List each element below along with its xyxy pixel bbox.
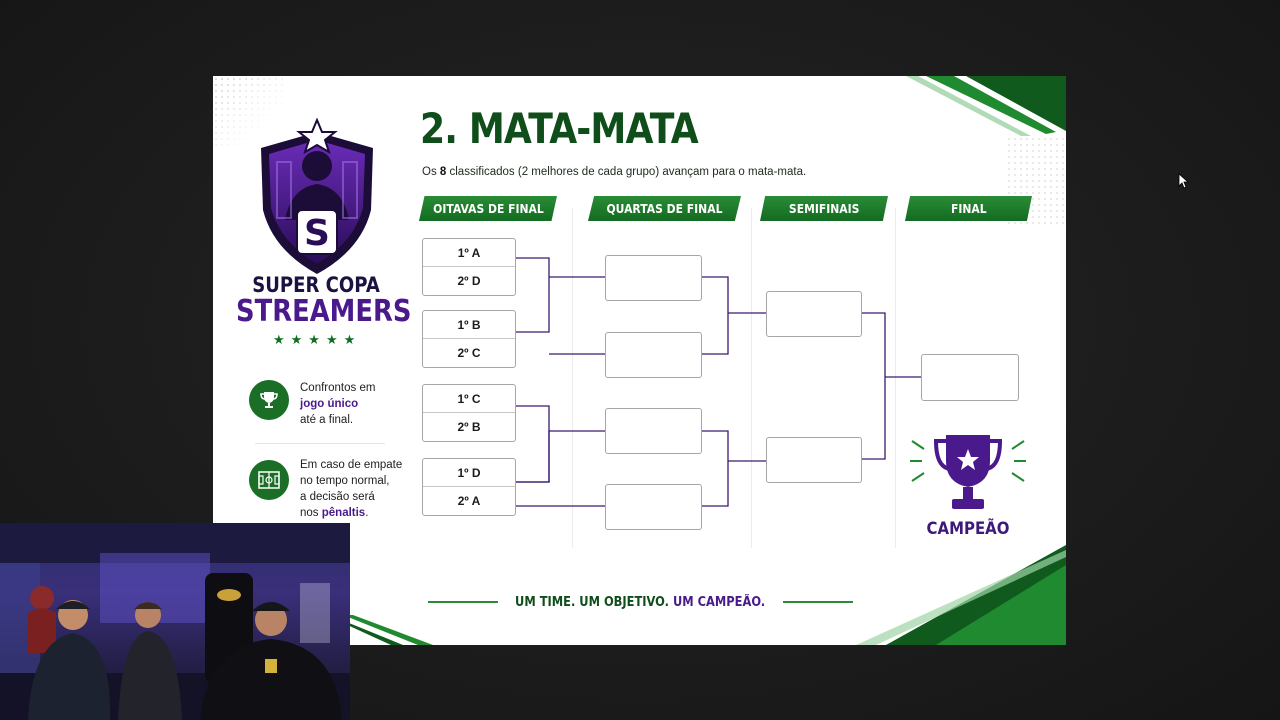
dot-pattern-decoration <box>213 76 283 146</box>
stage-round-of-16: OITAVAS DE FINAL <box>419 196 557 221</box>
team-slot: 1º A <box>457 245 481 260</box>
match-slot: 1º B 2º C <box>422 310 516 368</box>
champion-trophy-icon <box>910 435 1026 509</box>
champion-label: CAMPEÃO <box>926 519 1010 539</box>
column-divider <box>895 208 896 548</box>
corner-stripe-bottom-right <box>856 545 1066 645</box>
super-copa-logo: S <box>261 118 373 274</box>
streamer-webcam-image <box>0 523 350 720</box>
quarterfinal-slot <box>605 332 702 378</box>
column-divider <box>572 208 573 548</box>
final-slot <box>921 354 1019 401</box>
team-slot: 1º C <box>457 391 481 406</box>
quarterfinal-slot <box>605 408 702 454</box>
team-slot: 2º A <box>423 486 515 514</box>
divider <box>255 443 385 444</box>
team-slot: 1º B <box>457 317 481 332</box>
bracket-lines <box>515 257 921 507</box>
brand-name-line2: STREAMERS <box>236 294 412 329</box>
slogan-footer: UM TIME. UM OBJETIVO. UM CAMPEÃO. <box>428 594 853 610</box>
team-slot: 2º C <box>423 338 515 366</box>
corner-stripe-top-right <box>906 76 1066 136</box>
divider <box>782 601 853 603</box>
divider <box>428 601 499 603</box>
info-single-match: Confrontos em jogo único até a final. <box>249 380 375 428</box>
team-slot: 2º D <box>423 266 515 294</box>
page-title: 2. MATA-MATA <box>420 104 699 153</box>
quarterfinal-slot <box>605 484 702 530</box>
match-slot: 1º A 2º D <box>422 238 516 296</box>
rating-stars: ★★★★★ <box>273 332 362 347</box>
soccer-field-icon <box>249 460 289 500</box>
stage-semifinals: SEMIFINAIS <box>760 196 888 221</box>
slogan-text: UM TIME. UM OBJETIVO. UM CAMPEÃO. <box>515 594 766 610</box>
brand-name-line1: SUPER COPA <box>252 273 380 297</box>
logo-letter: S <box>304 213 330 254</box>
page-subtitle: Os 8 classificados (2 melhores de cada g… <box>422 166 807 178</box>
quarterfinal-slot <box>605 255 702 301</box>
semifinal-slot <box>766 291 862 337</box>
info-single-match-text: Confrontos em jogo único até a final. <box>300 382 376 426</box>
stage-final: FINAL <box>905 196 1032 221</box>
match-slot: 1º C 2º B <box>422 384 516 442</box>
team-slot: 2º B <box>423 412 515 440</box>
info-penalties-text: Em caso de empate no tempo normal, a dec… <box>300 459 403 519</box>
team-slot: 1º D <box>457 465 481 480</box>
presentation-slide: 2. MATA-MATA Os 8 classificados (2 melho… <box>213 76 1066 645</box>
stage-quarterfinals: QUARTAS DE FINAL <box>588 196 741 221</box>
mouse-cursor-icon <box>1178 173 1190 189</box>
webcam-overlay <box>0 523 350 720</box>
corner-stripe-bottom-left <box>343 615 433 645</box>
trophy-icon <box>249 380 289 420</box>
match-slot: 1º D 2º A <box>422 458 516 516</box>
info-penalties: Em caso de empate no tempo normal, a dec… <box>249 457 402 521</box>
semifinal-slot <box>766 437 862 483</box>
column-divider <box>751 208 752 548</box>
